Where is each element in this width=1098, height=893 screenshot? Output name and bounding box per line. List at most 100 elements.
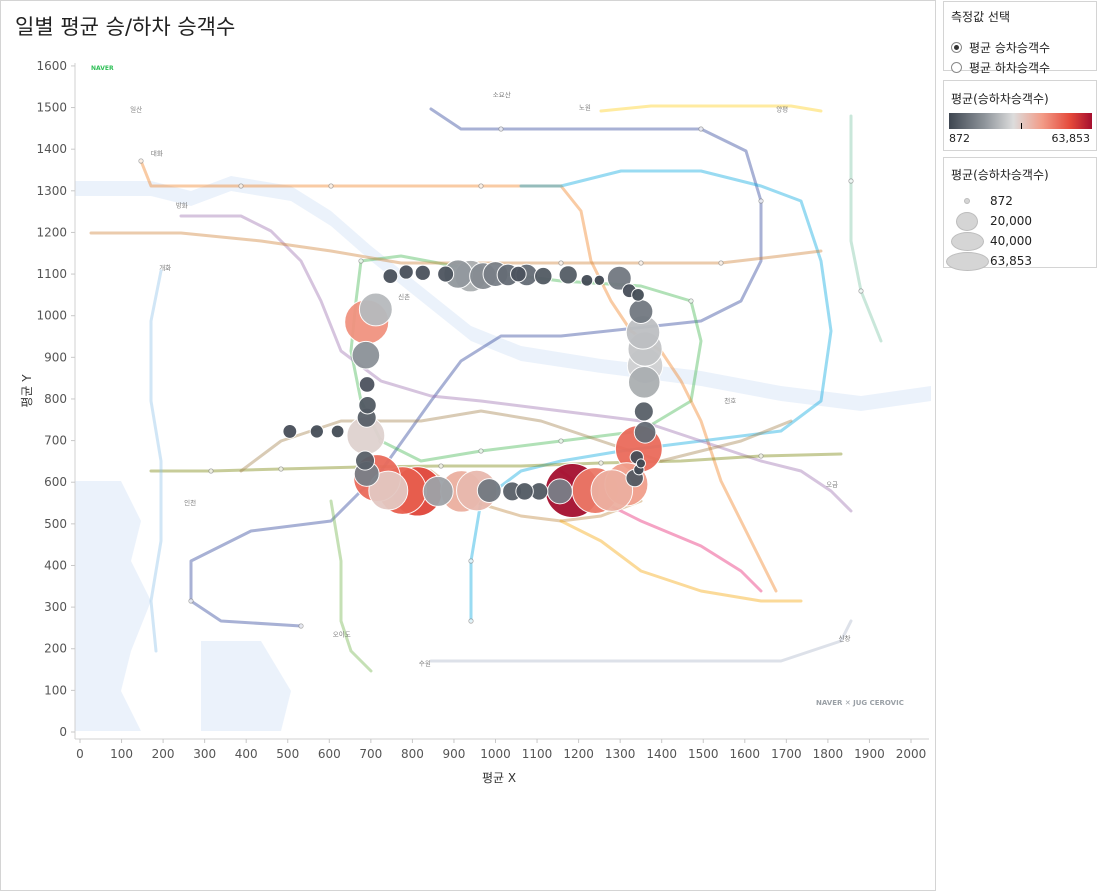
station-point[interactable]: [593, 274, 606, 287]
color-legend-min: 872: [949, 132, 970, 145]
x-tick-label: 1500: [688, 747, 719, 761]
y-tick-label: 1000: [36, 309, 67, 323]
station-point[interactable]: [590, 469, 634, 512]
station-point[interactable]: [476, 478, 502, 503]
station-label: 신촌: [398, 292, 410, 301]
station-point[interactable]: [558, 265, 578, 285]
sea-shape: [201, 641, 291, 731]
watermark-bottom: NAVER ✕ JUG CEROVIC: [816, 699, 904, 707]
station-point[interactable]: [628, 299, 654, 324]
station-point[interactable]: [382, 268, 399, 285]
station-point[interactable]: [546, 478, 573, 505]
measure-selector-title: 측정값 선택: [951, 10, 1011, 24]
watermark-top: NAVER: [91, 65, 114, 72]
station-dot: [438, 463, 444, 469]
subway-line: [89, 231, 823, 265]
chart-panel: 일별 평균 승/하차 승객수 소요산일산대화방화개화양평노원잠실강남신촌인천수원…: [0, 0, 936, 891]
station-label: 오금: [826, 480, 838, 488]
station-label: 천호: [724, 396, 736, 405]
x-tick-label: 1800: [813, 747, 844, 761]
station-point[interactable]: [398, 264, 414, 280]
size-legend-row: 40,000: [944, 231, 1096, 251]
subway-line: [469, 169, 833, 623]
river-shape: [75, 176, 931, 411]
x-tick-label: 1200: [563, 747, 594, 761]
station-point[interactable]: [330, 424, 345, 439]
measure-option-alighting[interactable]: 평균 하차승객수: [951, 59, 1096, 76]
station-point[interactable]: [422, 475, 454, 507]
station-dot: [638, 260, 644, 266]
y-axis-title: 평균 Y: [20, 374, 34, 408]
station-dot: [478, 448, 484, 454]
station-point[interactable]: [633, 420, 657, 444]
station-point[interactable]: [358, 395, 377, 415]
station-point[interactable]: [515, 482, 534, 501]
station-point[interactable]: [414, 264, 431, 281]
station-point[interactable]: [358, 376, 376, 393]
station-dot: [468, 618, 474, 624]
x-tick-label: 1900: [854, 747, 885, 761]
measure-selector-card: 측정값 선택 평균 승차승객수 평균 하차승객수: [943, 1, 1097, 75]
x-tick-label: 100: [110, 747, 133, 761]
size-legend-title: 평균(승하차승객수): [951, 168, 1049, 182]
size-symbol-icon: [950, 231, 984, 251]
subway-line: [149, 452, 843, 473]
y-tick-label: 600: [44, 475, 67, 489]
station-point[interactable]: [635, 458, 646, 469]
station-label: 양평: [776, 105, 788, 114]
station-dot: [188, 598, 194, 604]
station-label: 일산: [130, 105, 142, 114]
station-point[interactable]: [606, 265, 632, 291]
station-point[interactable]: [631, 288, 645, 302]
station-point[interactable]: [534, 266, 553, 286]
station-point[interactable]: [627, 366, 661, 399]
radio-unselected-icon[interactable]: [951, 62, 962, 73]
station-point[interactable]: [368, 470, 409, 511]
station-label: 수원: [419, 658, 431, 667]
measure-option-boarding[interactable]: 평균 승차승객수: [951, 39, 1096, 56]
x-tick-label: 1700: [771, 747, 802, 761]
subway-line: [559, 519, 803, 603]
station-label: 방화: [176, 200, 188, 209]
data-points[interactable]: [282, 259, 664, 519]
station-point[interactable]: [309, 424, 324, 439]
station-label: 신창: [839, 633, 851, 642]
color-ramp-marker: [1021, 123, 1022, 129]
station-dot: [498, 126, 504, 132]
x-tick-label: 800: [401, 747, 424, 761]
color-legend-max: 63,853: [1051, 132, 1091, 145]
station-label: 개화: [159, 263, 171, 272]
station-label: 노원: [579, 103, 591, 112]
station-point[interactable]: [510, 265, 527, 283]
size-legend-row: 872: [944, 191, 1096, 211]
color-ramp: [949, 113, 1092, 129]
station-point[interactable]: [580, 273, 594, 287]
size-legend-label: 20,000: [990, 214, 1032, 228]
y-tick-label: 1600: [36, 59, 67, 73]
station-point[interactable]: [358, 292, 393, 327]
station-label: 인천: [184, 498, 196, 507]
y-tick-label: 300: [44, 600, 67, 614]
station-point[interactable]: [437, 265, 455, 283]
station-dot: [758, 453, 764, 459]
size-symbol-icon: [964, 198, 970, 204]
y-tick-label: 1200: [36, 225, 67, 239]
station-dot: [298, 623, 304, 629]
x-tick-label: 1100: [522, 747, 553, 761]
radio-selected-icon[interactable]: [951, 42, 962, 53]
station-dot: [238, 183, 244, 189]
scatter-plot[interactable]: 소요산일산대화방화개화양평노원잠실강남신촌인천수원오이도신창오금천호 01002…: [1, 1, 935, 890]
x-tick-label: 0: [76, 747, 84, 761]
station-point[interactable]: [633, 401, 654, 422]
subway-line: [189, 107, 763, 628]
station-point[interactable]: [355, 450, 376, 471]
station-dot: [328, 183, 334, 189]
station-point[interactable]: [282, 424, 298, 439]
x-tick-label: 1600: [730, 747, 761, 761]
y-tick-label: 1300: [36, 184, 67, 198]
station-dot: [358, 258, 364, 264]
sea-shape: [75, 481, 151, 731]
y-tick-label: 1500: [36, 101, 67, 115]
subway-line: [429, 619, 853, 663]
station-point[interactable]: [351, 340, 381, 370]
